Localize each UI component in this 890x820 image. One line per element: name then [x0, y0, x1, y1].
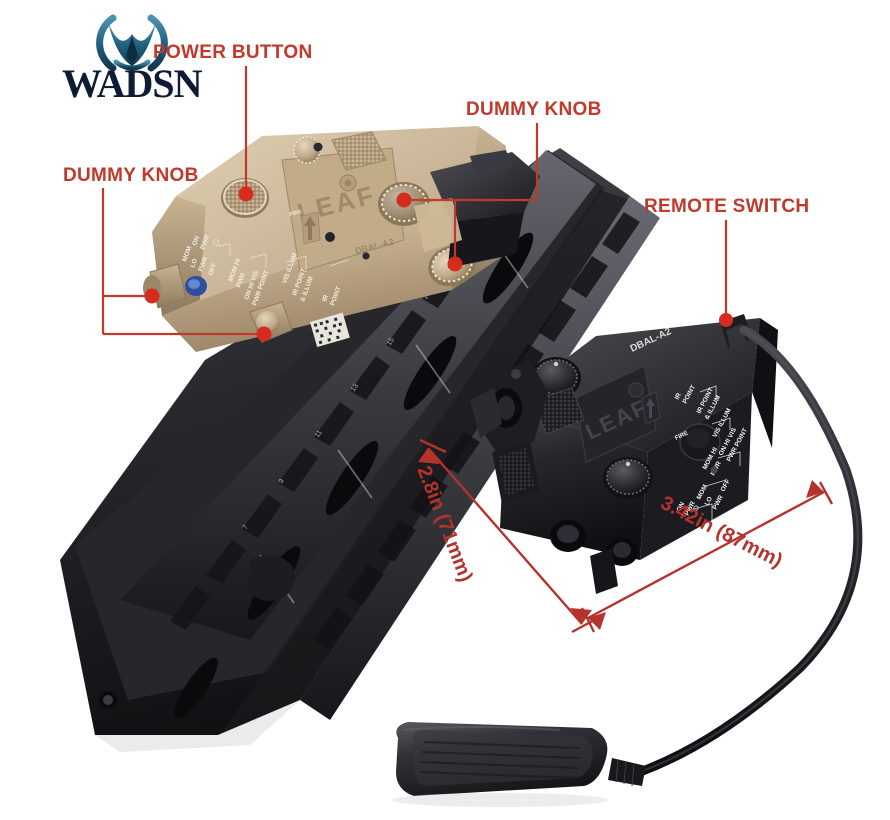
black-dbal-a2-unit-artwork: LEAF: [470, 314, 778, 594]
dimension-width: [580, 480, 834, 633]
svg-text:IR: IR: [321, 294, 330, 303]
svg-text:PWR: PWR: [199, 234, 211, 251]
svg-text:ON: ON: [676, 501, 687, 513]
callout-dot-left-knob-upper: [144, 288, 160, 304]
svg-text:IR: IR: [674, 392, 683, 401]
brand-logo: WADSN: [62, 12, 202, 108]
tan-dbal-a2-unit-artwork: LEAF: [143, 126, 540, 352]
svg-text:LO: LO: [704, 496, 714, 507]
svg-text:PWR: PWR: [197, 256, 209, 273]
annotation-label-dummy-knob-right: DUMMY KNOB: [466, 99, 602, 120]
callout-dot-right-knob-upper: [396, 192, 412, 208]
leader-remote-switch: [719, 220, 733, 327]
annotation-label-remote-switch: REMOTE SWITCH: [644, 196, 810, 217]
svg-text:13: 13: [350, 383, 360, 393]
svg-text:ON: ON: [191, 235, 201, 247]
leader-dummy-knob-right: [396, 123, 539, 272]
callout-dot-right-knob-lower: [447, 256, 463, 272]
leader-dummy-knob-left: [101, 188, 272, 342]
svg-text:OFF: OFF: [207, 262, 218, 277]
leader-power-button: [238, 66, 254, 202]
callout-dot-left-knob-lower: [256, 326, 272, 342]
annotation-label-power-button: POWER BUTTON: [153, 42, 313, 63]
svg-text:9: 9: [278, 478, 286, 485]
remote-switch-artwork: [392, 325, 863, 807]
callout-dot-remote-switch: [719, 313, 733, 327]
svg-text:LO: LO: [189, 258, 199, 269]
svg-text:7: 7: [242, 524, 250, 531]
callout-dot-power-button: [238, 186, 254, 202]
wadsn-w-emblem-icon: [96, 14, 168, 72]
svg-text:PWR: PWR: [235, 272, 247, 289]
svg-text:FIRE: FIRE: [289, 209, 303, 218]
brand-wordmark: WADSN: [62, 61, 202, 106]
svg-text:11: 11: [314, 429, 324, 439]
svg-text:15: 15: [386, 337, 396, 347]
svg-text:FIRE: FIRE: [674, 431, 689, 442]
annotation-label-dummy-knob-left: DUMMY KNOB: [63, 165, 199, 186]
